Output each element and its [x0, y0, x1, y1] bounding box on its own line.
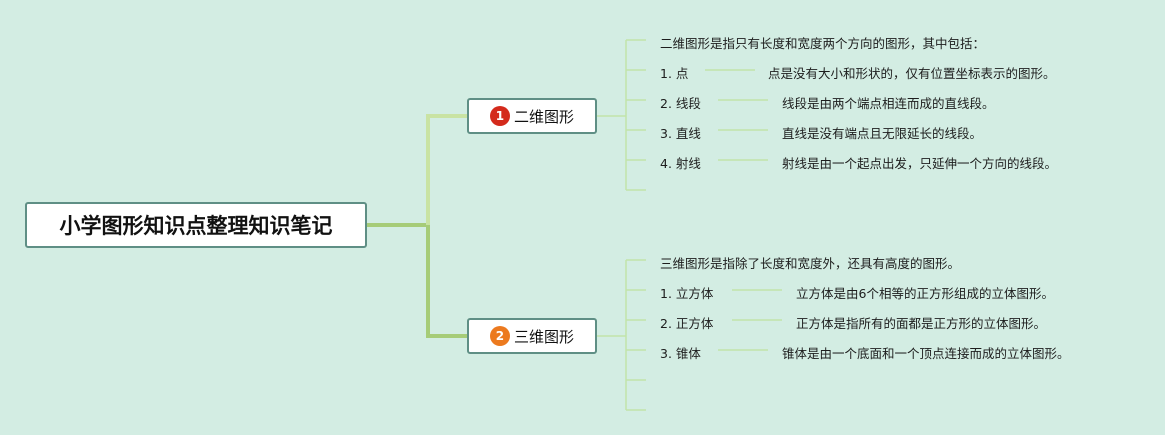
branch2-desc-2: 正方体是指所有的面都是正方形的立体图形。 — [796, 316, 1047, 331]
trunk-lower — [426, 225, 467, 338]
branch1-desc-3: 直线是没有端点且无限延长的线段。 — [782, 126, 983, 141]
branch-label: 三维图形 — [513, 327, 574, 346]
badge-2: 2 — [489, 326, 510, 346]
branch2-link — [718, 289, 782, 351]
root-title: 小学图形知识点整理知识笔记 — [59, 214, 333, 238]
branch1-intro: 二维图形是指只有长度和宽度两个方向的图形，其中包括： — [660, 36, 986, 51]
trunk-upper — [426, 114, 467, 225]
branch1-desc-4: 射线是由一个起点出发，只延伸一个方向的线段。 — [782, 156, 1058, 171]
branch1-term-3: 3. 直线 — [660, 126, 701, 141]
branch1-term-1: 1. 点 — [660, 66, 689, 81]
branch1-term-4: 4. 射线 — [660, 156, 701, 171]
branch2-term-1: 1. 立方体 — [660, 286, 714, 301]
branch-label: 二维图形 — [513, 107, 574, 126]
root-node[interactable]: 小学图形知识点整理知识笔记 — [25, 202, 367, 248]
branch1-term-2: 2. 线段 — [660, 96, 701, 111]
branch1-tick — [626, 39, 646, 191]
branch-node-2d[interactable]: 1 二维图形 — [467, 98, 597, 134]
branch-node-3d[interactable]: 2 三维图形 — [467, 318, 597, 354]
branch2-desc-3: 锥体是由一个底面和一个顶点连接而成的立体图形。 — [782, 346, 1070, 361]
branch1-link — [705, 69, 768, 161]
branch2-intro: 三维图形是指除了长度和宽度外，还具有高度的图形。 — [660, 256, 961, 271]
branch2-term-2: 2. 正方体 — [660, 316, 714, 331]
branch2-term-3: 3. 锥体 — [660, 346, 701, 361]
branch1-desc-2: 线段是由两个端点相连而成的直线段。 — [782, 96, 995, 111]
branch2-desc-1: 立方体是由6个相等的正方形组成的立体图形。 — [796, 286, 1054, 301]
branch2-tick — [626, 259, 646, 411]
badge-1: 1 — [489, 106, 510, 126]
branch1-desc-1: 点是没有大小和形状的，仅有位置坐标表示的图形。 — [768, 66, 1056, 81]
